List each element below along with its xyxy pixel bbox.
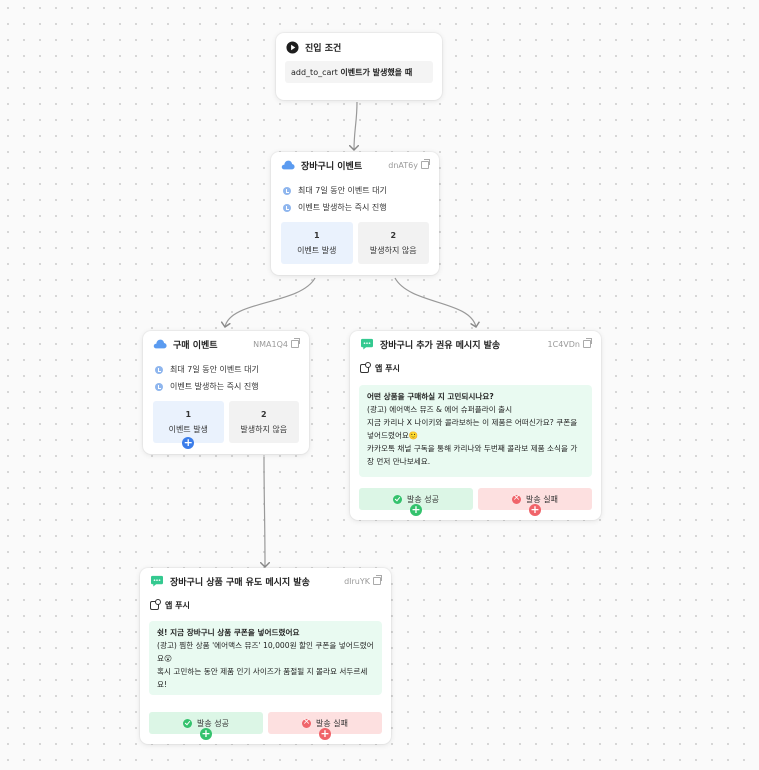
send-fail-branch[interactable]: 발송 실패 + xyxy=(268,712,382,740)
channel-label: 앱 푸시 xyxy=(140,594,391,616)
wait-duration-row: 최대 7일 동안 이벤트 대기 xyxy=(143,361,309,378)
x-circle-icon xyxy=(512,493,521,504)
message-headline: 쉿! 지금 장바구니 상품 쿠폰을 넣어드렸어요 xyxy=(157,628,300,637)
clock-icon xyxy=(155,365,163,374)
branch-not-occurred[interactable]: 2 발생하지 않음 xyxy=(357,222,429,264)
branch-not-occurred[interactable]: 2 발생하지 않음 xyxy=(228,401,299,443)
purchase-message-id[interactable]: dIruYK xyxy=(344,575,382,586)
app-push-icon xyxy=(150,598,161,610)
proceed-row: 이벤트 발생하는 즉시 진행 xyxy=(143,378,309,395)
entry-condition-text: 이벤트가 발생했을 때 xyxy=(340,67,413,77)
arrow-down-icon xyxy=(155,382,163,391)
cart-event-title: 장바구니 이벤트 xyxy=(301,161,363,172)
add-step-plus-icon[interactable]: + xyxy=(529,503,541,516)
message-line: 혹시 고민하는 동안 제품 인기 사이즈가 품절될 지 몰라요 서두르세요! xyxy=(157,667,368,689)
arrow-down-icon xyxy=(283,203,291,212)
cloud-icon xyxy=(281,160,295,170)
send-success-branch[interactable]: 발송 성공 + xyxy=(359,488,473,516)
purchase-message-card[interactable]: 장바구니 상품 구매 유도 메시지 발송 dIruYK 앱 푸시 쉿! 지금 장… xyxy=(140,568,391,744)
copy-icon[interactable] xyxy=(421,159,430,169)
edge-entry-to-cart xyxy=(354,101,357,150)
recommend-message-id[interactable]: 1C4VDn xyxy=(548,338,592,349)
result-branches: 발송 성공 + 발송 실패 + xyxy=(350,488,601,516)
edge-cart-to-recommend xyxy=(394,277,476,327)
entry-condition: add_to_cart 이벤트가 발생했을 때 xyxy=(285,61,433,83)
channel-label: 앱 푸시 xyxy=(350,357,601,379)
check-circle-icon xyxy=(183,718,192,728)
entry-condition-card[interactable]: 진입 조건 add_to_cart 이벤트가 발생했을 때 xyxy=(276,33,442,100)
cart-event-card[interactable]: 장바구니 이벤트 dnAT6y 최대 7일 동안 이벤트 대기 이벤트 발생하는… xyxy=(271,152,439,275)
recommend-message-title: 장바구니 추가 권유 메시지 발송 xyxy=(380,340,501,351)
branch-occurred[interactable]: 1 이벤트 발생 xyxy=(281,222,353,264)
branch-group: 1 이벤트 발생 + 2 발생하지 않음 xyxy=(143,395,309,449)
message-headline: 어떤 상품을 구매하실 지 고민되시나요? xyxy=(367,392,494,401)
message-preview: 어떤 상품을 구매하실 지 고민되시나요? (광고) 에어맥스 뮤즈 & 에어 … xyxy=(359,385,592,477)
edge-cart-to-purchase xyxy=(225,277,316,327)
proceed-row: 이벤트 발생하는 즉시 진행 xyxy=(271,199,439,216)
copy-icon[interactable] xyxy=(583,338,592,348)
send-success-branch[interactable]: 발송 성공 + xyxy=(149,712,263,740)
chat-bubble-icon xyxy=(361,338,373,350)
entry-event-name: add_to_cart xyxy=(291,67,338,77)
x-circle-icon xyxy=(302,717,311,728)
copy-icon[interactable] xyxy=(291,338,300,348)
purchase-event-title: 구매 이벤트 xyxy=(173,340,218,351)
message-line: (광고) 에어맥스 뮤즈 & 에어 슈퍼플라이 출시 xyxy=(367,405,513,414)
recommend-message-card[interactable]: 장바구니 추가 권유 메시지 발송 1C4VDn 앱 푸시 어떤 상품을 구매하… xyxy=(350,331,601,520)
add-step-plus-icon[interactable]: + xyxy=(410,503,422,516)
add-step-plus-icon[interactable]: + xyxy=(200,727,212,740)
add-step-plus-icon[interactable]: + xyxy=(182,436,195,449)
play-icon xyxy=(286,40,299,54)
app-push-icon xyxy=(360,361,371,373)
message-line: (광고) 찜한 상품 '에어맥스 뮤즈' 10,000원 할인 쿠폰을 넣어드렸… xyxy=(157,641,374,663)
clock-icon xyxy=(283,186,291,195)
cloud-icon xyxy=(153,339,167,349)
send-fail-branch[interactable]: 발송 실패 + xyxy=(478,488,592,516)
message-line: 지금 카리나 X 나이키와 콜라보하는 이 제품은 어떠신가요? 쿠폰을 넣어드… xyxy=(367,418,578,440)
edge-purchase-to-msg xyxy=(264,456,265,567)
purchase-event-card[interactable]: 구매 이벤트 NMA1Q4 최대 7일 동안 이벤트 대기 이벤트 발생하는 즉… xyxy=(143,331,309,454)
chat-bubble-icon xyxy=(151,575,163,587)
branch-group: 1 이벤트 발생 2 발생하지 않음 xyxy=(271,216,439,264)
wait-duration-row: 최대 7일 동안 이벤트 대기 xyxy=(271,182,439,199)
entry-title: 진입 조건 xyxy=(305,43,342,54)
purchase-message-title: 장바구니 상품 구매 유도 메시지 발송 xyxy=(170,577,310,588)
branch-occurred[interactable]: 1 이벤트 발생 + xyxy=(153,401,224,449)
add-step-plus-icon[interactable]: + xyxy=(319,727,331,740)
purchase-event-id[interactable]: NMA1Q4 xyxy=(253,338,300,349)
cart-event-id[interactable]: dnAT6y xyxy=(388,159,430,170)
message-line: 카카오톡 채널 구독을 통해 카리나와 두번째 콜라보 제품 소식을 가장 먼저… xyxy=(367,444,578,466)
message-preview: 쉿! 지금 장바구니 상품 쿠폰을 넣어드렸어요 (광고) 찜한 상품 '에어맥… xyxy=(149,621,382,695)
check-circle-icon xyxy=(393,494,402,504)
result-branches: 발송 성공 + 발송 실패 + xyxy=(140,712,391,740)
copy-icon[interactable] xyxy=(373,575,382,585)
